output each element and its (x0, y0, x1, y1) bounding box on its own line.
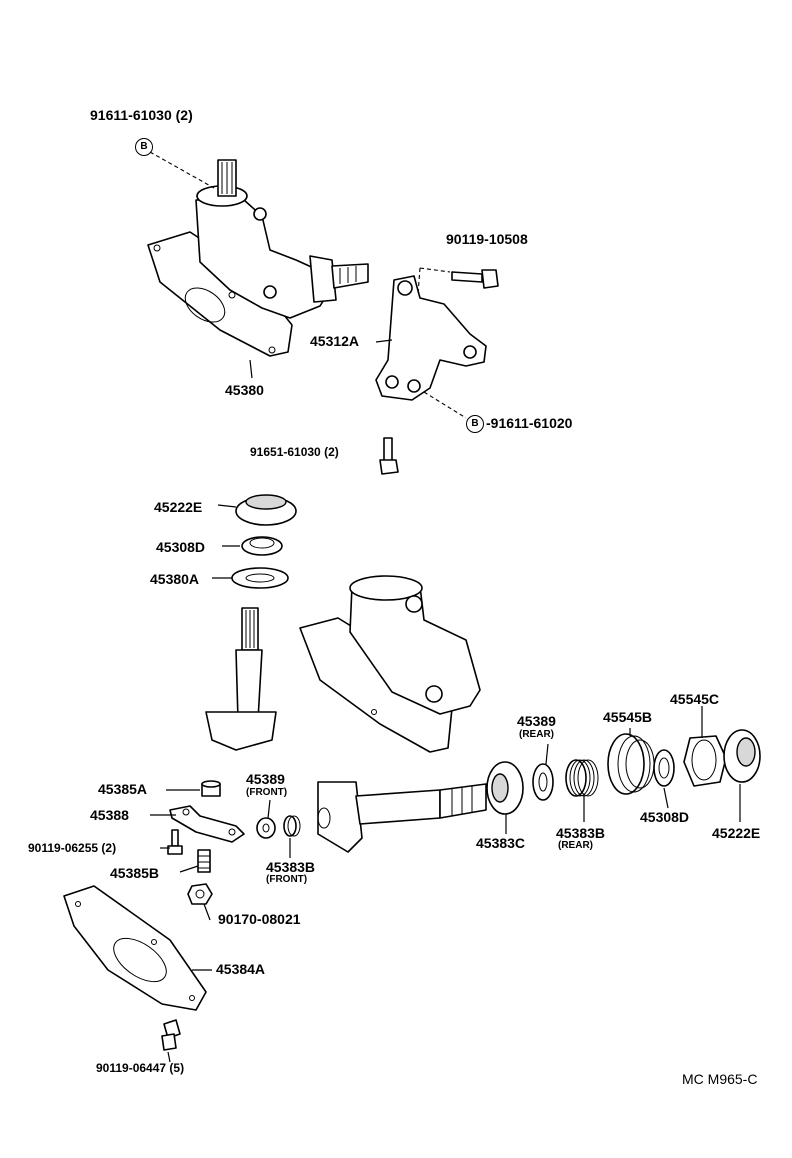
spring-45383B-rear (565, 759, 599, 797)
label-91611-61020: -91611-61020 (486, 415, 573, 431)
washer-45389-rear (532, 763, 554, 801)
spring-45385B (197, 849, 211, 873)
bolt-91651-61030 (379, 437, 399, 475)
label-90170-08021: 90170-08021 (218, 911, 301, 927)
label-45385B: 45385B (110, 865, 160, 881)
bolt-90119-06255 (167, 829, 183, 855)
pad-45385A (201, 780, 221, 797)
label-45312A: 45312A (310, 333, 360, 349)
plate-45388 (169, 805, 245, 843)
vertical-pinion-shaft (205, 607, 277, 751)
label-45383B-rear-sub: (REAR) (558, 840, 593, 851)
bevel-gear-shaft (317, 781, 487, 853)
nut-45545C (683, 735, 727, 787)
bearing-45383C (486, 761, 524, 815)
label-45385A: 45385A (98, 781, 148, 797)
label-45222E-right: 45222E (712, 825, 761, 841)
label-45222E-top: 45222E (154, 499, 203, 515)
washer-45389-front (256, 817, 276, 839)
nut-90170-08021 (187, 883, 213, 905)
seal-45222E-top (235, 494, 297, 526)
label-45389-front: 45389 (246, 771, 285, 787)
label-45308D-top: 45308D (156, 539, 206, 555)
label-45545C: 45545C (670, 691, 720, 707)
label-45383B-front-sub: (FRONT) (266, 874, 308, 885)
lower-housing (299, 575, 481, 753)
label-90119-06447: 90119-06447 (5) (96, 1061, 185, 1075)
label-90119-06255: 90119-06255 (2) (28, 841, 117, 855)
b-marker-top: B (135, 138, 153, 156)
label-91611-61030: 91611-61030 (2) (90, 107, 193, 123)
label-45383B-rear: 45383B (556, 825, 606, 841)
label-45545B: 45545B (603, 709, 653, 725)
label-45380: 45380 (225, 382, 264, 398)
label-45388: 45388 (90, 807, 129, 823)
label-90119-10508: 90119-10508 (446, 231, 528, 247)
bracket-45312A (375, 275, 487, 401)
label-45389-front-sub: (FRONT) (246, 787, 288, 798)
cap-45222E-right (723, 729, 761, 783)
washer-45380A (231, 567, 289, 589)
gearbox-assembly-45380 (147, 159, 369, 357)
b-marker-mid: B (466, 415, 484, 433)
label-45308D-right: 45308D (640, 809, 690, 825)
diagram-code: MC M965-C (682, 1071, 758, 1087)
oil-seal-45308D-right (653, 749, 675, 787)
cover-45384A (63, 885, 207, 1011)
label-45383C: 45383C (476, 835, 526, 851)
spring-45383B-front (283, 815, 301, 837)
bolt-90119-06447 (161, 1019, 181, 1051)
oil-seal-45308D-top (241, 536, 283, 556)
label-45384A: 45384A (216, 961, 266, 977)
label-45380A: 45380A (150, 571, 200, 587)
label-91651-61030: 91651-61030 (2) (250, 445, 339, 459)
bolt-90119-10508 (451, 269, 499, 289)
label-45389-rear: 45389 (517, 713, 556, 729)
label-45383B-front: 45383B (266, 859, 316, 875)
label-45389-rear-sub: (REAR) (519, 729, 554, 740)
bushing-45545B (607, 733, 655, 795)
